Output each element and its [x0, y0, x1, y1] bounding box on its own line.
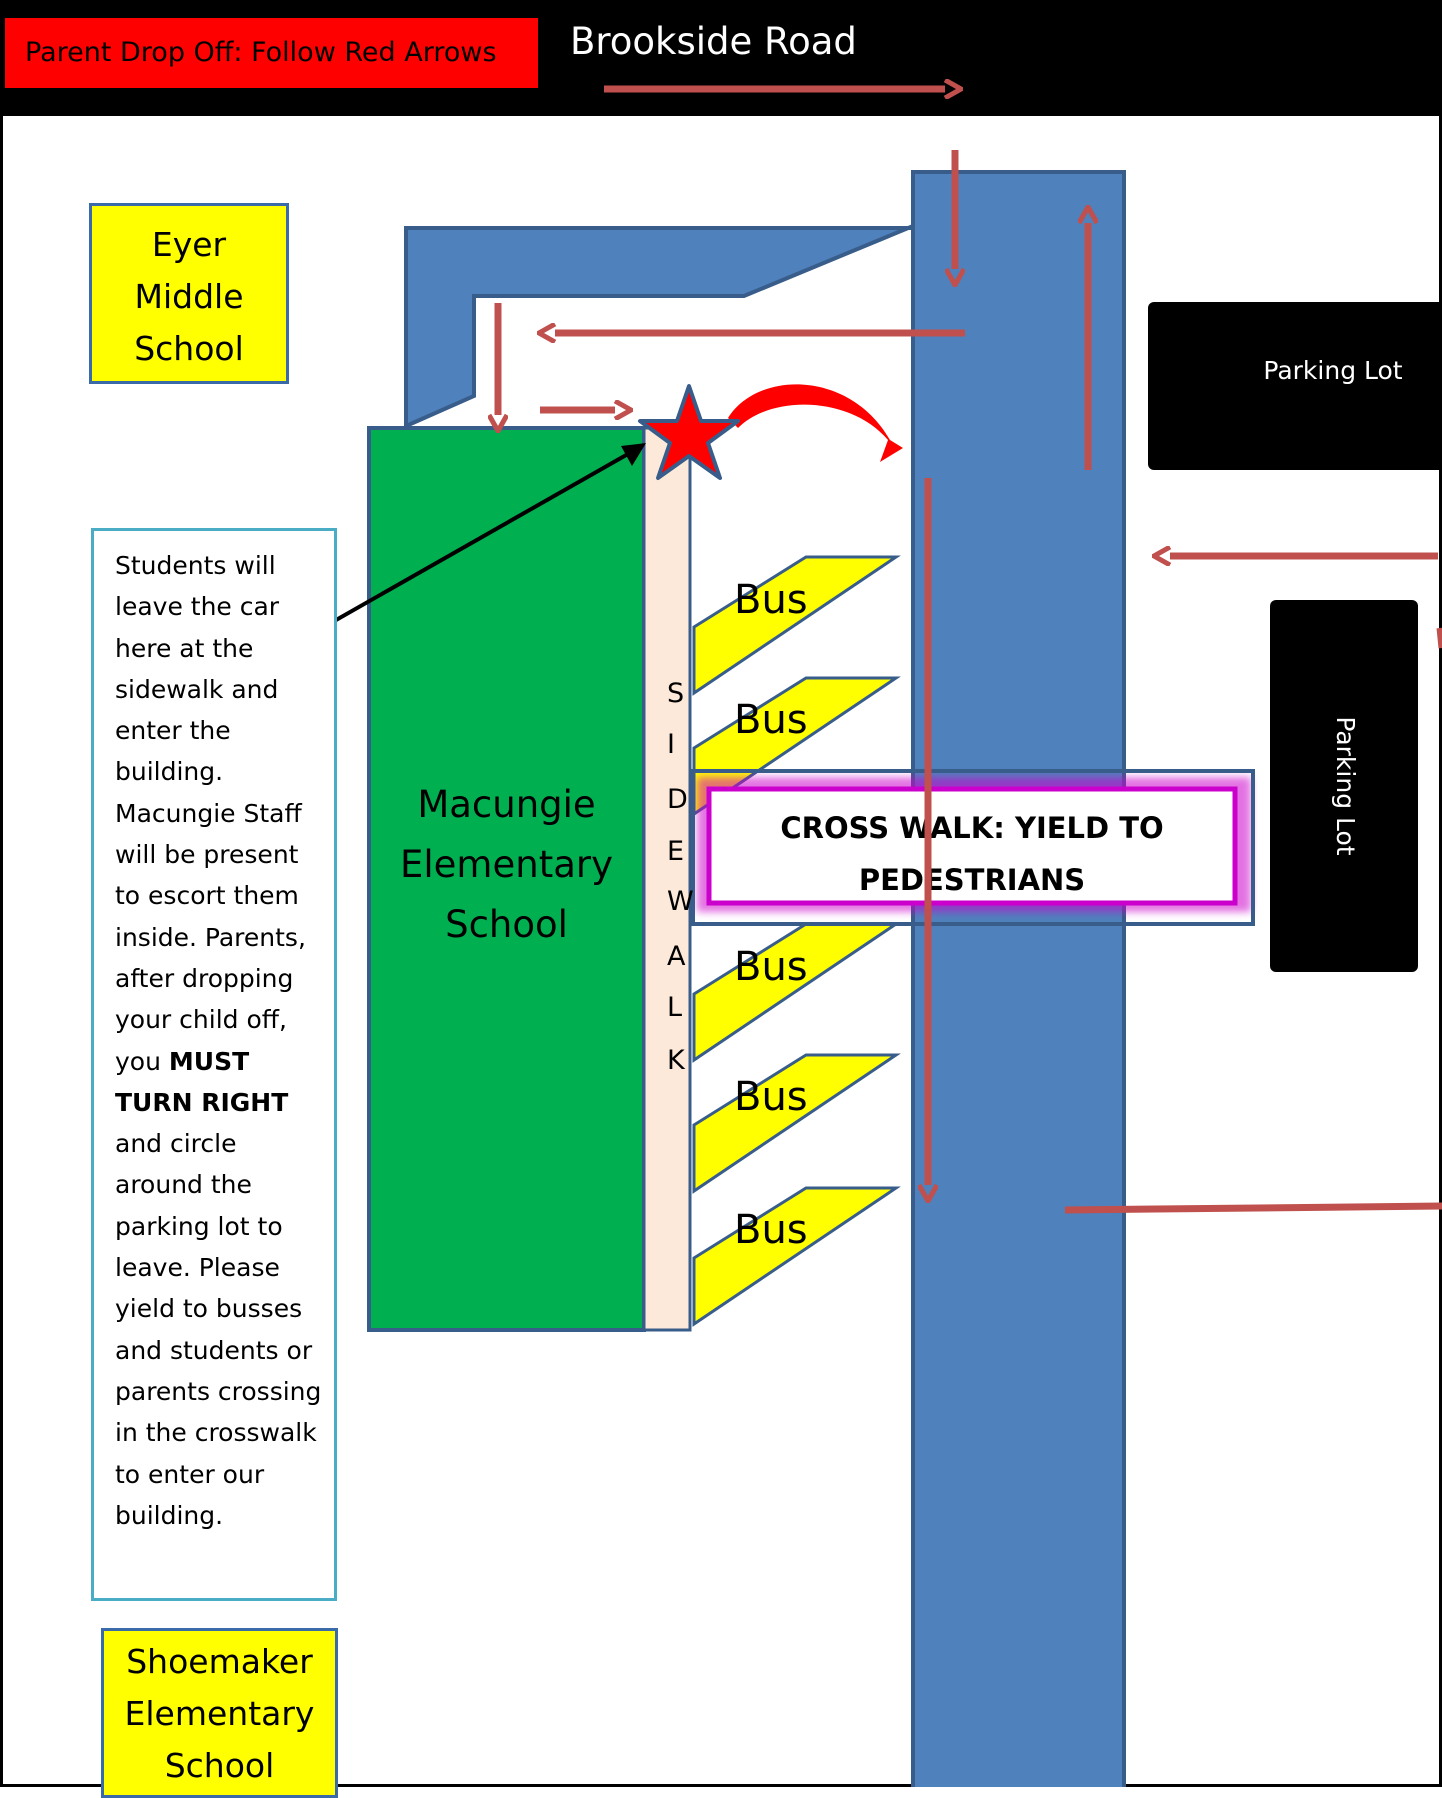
sidewalk — [642, 426, 692, 1332]
parking-lot-2-label: Parking Lot — [1331, 716, 1360, 855]
parking-lot-1-label: Parking Lot — [1263, 356, 1402, 385]
bus-label: Bus — [734, 1207, 808, 1253]
instructions-emphasis: MUST TURN RIGHT — [115, 1046, 289, 1117]
sidewalk-letter: E — [667, 836, 685, 867]
school-label: School — [445, 903, 568, 946]
pointer-head — [621, 443, 646, 466]
school-label: Shoemaker — [126, 1642, 313, 1681]
shoemaker-elementary-school: Shoemaker Elementary School — [101, 1628, 338, 1798]
sidewalk-letter: L — [667, 992, 683, 1023]
drop-off-instructions: Students will leave the car here at the … — [91, 528, 337, 1601]
school-label: Eyer — [151, 225, 227, 264]
sidewalk-letter: W — [667, 886, 694, 917]
sidewalk-letter: S — [667, 678, 685, 709]
bus-slot — [692, 1053, 901, 1194]
school-label: Elementary — [124, 1694, 315, 1733]
right-turn-arrow — [728, 384, 903, 462]
macungie-school-label: Macungie Elementary School — [369, 775, 644, 955]
road-name: Brookside Road — [570, 20, 857, 63]
macungie-building — [367, 426, 646, 1332]
sidewalk-letter: K — [667, 1045, 685, 1076]
school-label: School — [134, 329, 244, 368]
parking-lot-2 — [1270, 600, 1418, 972]
bus-slot — [692, 1186, 901, 1327]
school-label: Elementary — [400, 843, 613, 886]
sidewalk-letter: A — [667, 941, 686, 972]
school-label: School — [164, 1746, 275, 1785]
bus-slot — [692, 555, 901, 696]
crosswalk-line: PEDESTRIANS — [858, 863, 1086, 897]
sidewalk-letter: I — [667, 729, 675, 760]
crosswalk-warning: CROSS WALK: YIELD TO PEDESTRIANS — [709, 802, 1235, 906]
school-label: Macungie — [417, 783, 596, 826]
legend-label: Parent Drop Off: Follow Red Arrows — [5, 18, 538, 88]
bus-label: Bus — [734, 697, 808, 743]
drop-off-star — [638, 384, 740, 480]
instructions-text: Students will leave the car here at the … — [115, 551, 306, 1076]
arrow-lot-exit-line — [1064, 1202, 1442, 1214]
bus-label: Bus — [734, 577, 808, 623]
crosswalk-line: CROSS WALK: YIELD TO — [780, 811, 1164, 845]
crosswalk-sign — [706, 786, 1238, 906]
drop-off-loop — [404, 223, 915, 430]
eyer-middle-school: Eyer Middle School — [89, 203, 289, 384]
bus-label: Bus — [734, 1074, 808, 1120]
instructions-text: and circle around the parking lot to lea… — [115, 1129, 322, 1530]
sidewalk-letter: D — [667, 784, 688, 815]
pointer-line — [321, 448, 636, 630]
driveway — [911, 170, 1126, 1787]
bus-label: Bus — [734, 944, 808, 990]
school-label: Middle — [134, 277, 244, 316]
crosswalk-band — [691, 769, 1255, 926]
parking-lot-1 — [1148, 302, 1442, 470]
